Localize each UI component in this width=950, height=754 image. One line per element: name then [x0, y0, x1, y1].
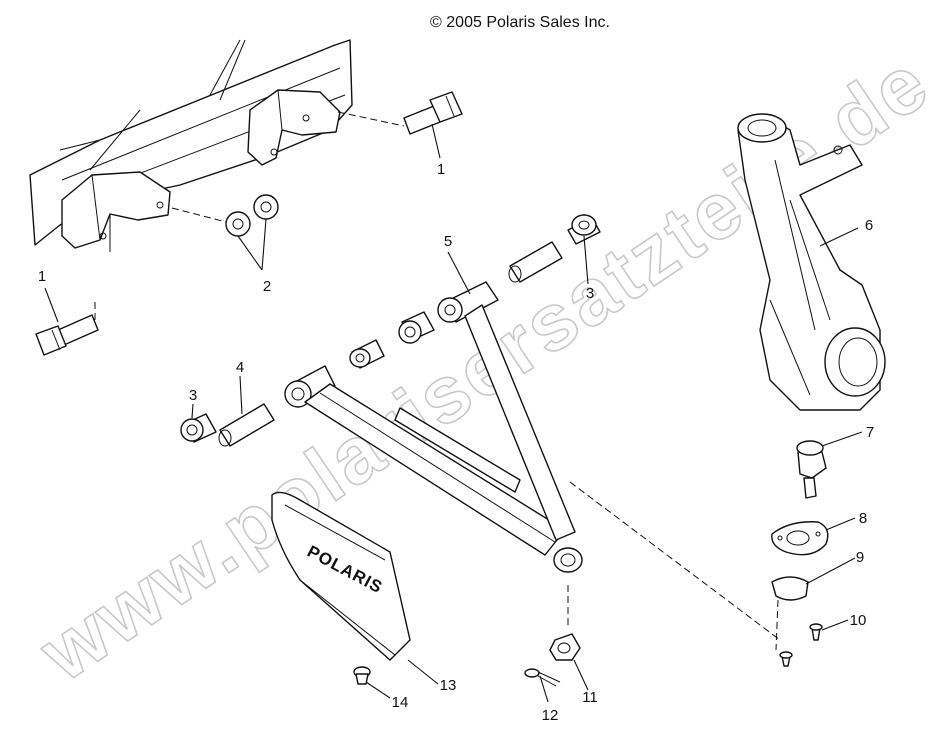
bushing-upper-mid: [398, 311, 435, 344]
cotter-pin: [524, 668, 561, 687]
bolt-lower: [35, 300, 99, 356]
callout-6: 6: [865, 217, 873, 234]
nuts: [171, 194, 279, 237]
callout-10: 10: [850, 612, 867, 629]
sleeve-left: [218, 403, 275, 447]
spindle: [737, 113, 886, 411]
ball-joint: [796, 440, 827, 499]
frame: [29, 39, 353, 252]
sleeve-right: [508, 241, 563, 283]
callout-3-left: 3: [189, 387, 197, 404]
bushing-lower-mid: [349, 339, 385, 369]
bushing-left: [180, 413, 217, 443]
small-bolt: [353, 666, 371, 685]
callout-13: 13: [440, 677, 457, 694]
callout-1-upper: 1: [437, 161, 445, 178]
bushing-right: [567, 214, 601, 245]
copyright-text: © 2005 Polaris Sales Inc.: [430, 14, 610, 31]
retainer-plate: [771, 521, 829, 556]
callout-4: 4: [236, 359, 244, 376]
callout-11: 11: [582, 689, 598, 706]
dust-cap: [771, 576, 809, 601]
leader-lines: [44, 123, 863, 703]
callout-12: 12: [542, 707, 559, 724]
callout-9: 9: [856, 549, 864, 566]
a-arm: [284, 281, 781, 641]
callout-3-right: 3: [586, 285, 594, 302]
bolt-upper: [337, 91, 463, 135]
castle-nut: [549, 633, 581, 661]
callout-5: 5: [444, 233, 452, 250]
screws: [775, 599, 823, 667]
callout-2: 2: [263, 278, 271, 295]
skid-guard: POLARIS: [271, 491, 411, 661]
callout-14: 14: [392, 694, 409, 711]
callout-8: 8: [859, 510, 867, 527]
callout-1-lower: 1: [38, 268, 46, 285]
callout-7: 7: [866, 424, 874, 441]
callouts: 1 1 2 3 3 4 5 6 7 8 9 10 11 12 13 14: [38, 161, 874, 724]
